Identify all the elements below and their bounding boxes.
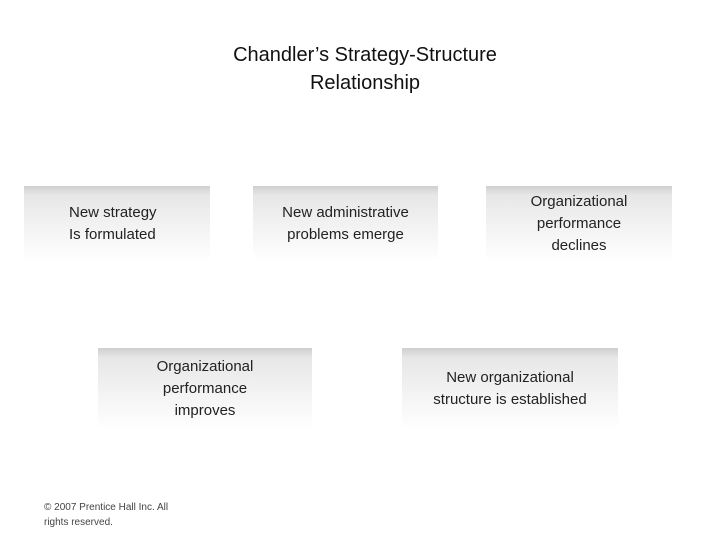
copyright-notice: © 2007 Prentice Hall Inc. All rights res… — [44, 502, 169, 528]
diagram-title-line-2: Relationship — [309, 72, 421, 94]
box-new-structure: New organizational structure is establis… — [402, 348, 618, 430]
box-new-structure-label: New organizational structure is establis… — [433, 369, 587, 408]
box-administrative-problems-label: New administrative problems emerge — [282, 204, 409, 243]
box-administrative-problems: New administrative problems emerge — [253, 186, 438, 262]
box-performance-improves: Organizational performance improves — [98, 348, 312, 430]
diagram-title-line-1: Chandler’s Strategy-Structure — [233, 44, 497, 66]
diagram-title: Chandler’s Strategy-Structure Relationsh… — [160, 41, 570, 97]
box-performance-declines-label: Organizational performance declines — [530, 193, 628, 254]
box-new-strategy: New strategy Is formulated — [24, 186, 210, 262]
box-new-strategy-label: New strategy Is formulated — [69, 204, 157, 243]
box-performance-declines: Organizational performance declines — [486, 186, 672, 262]
box-performance-improves-label: Organizational performance improves — [156, 358, 254, 419]
